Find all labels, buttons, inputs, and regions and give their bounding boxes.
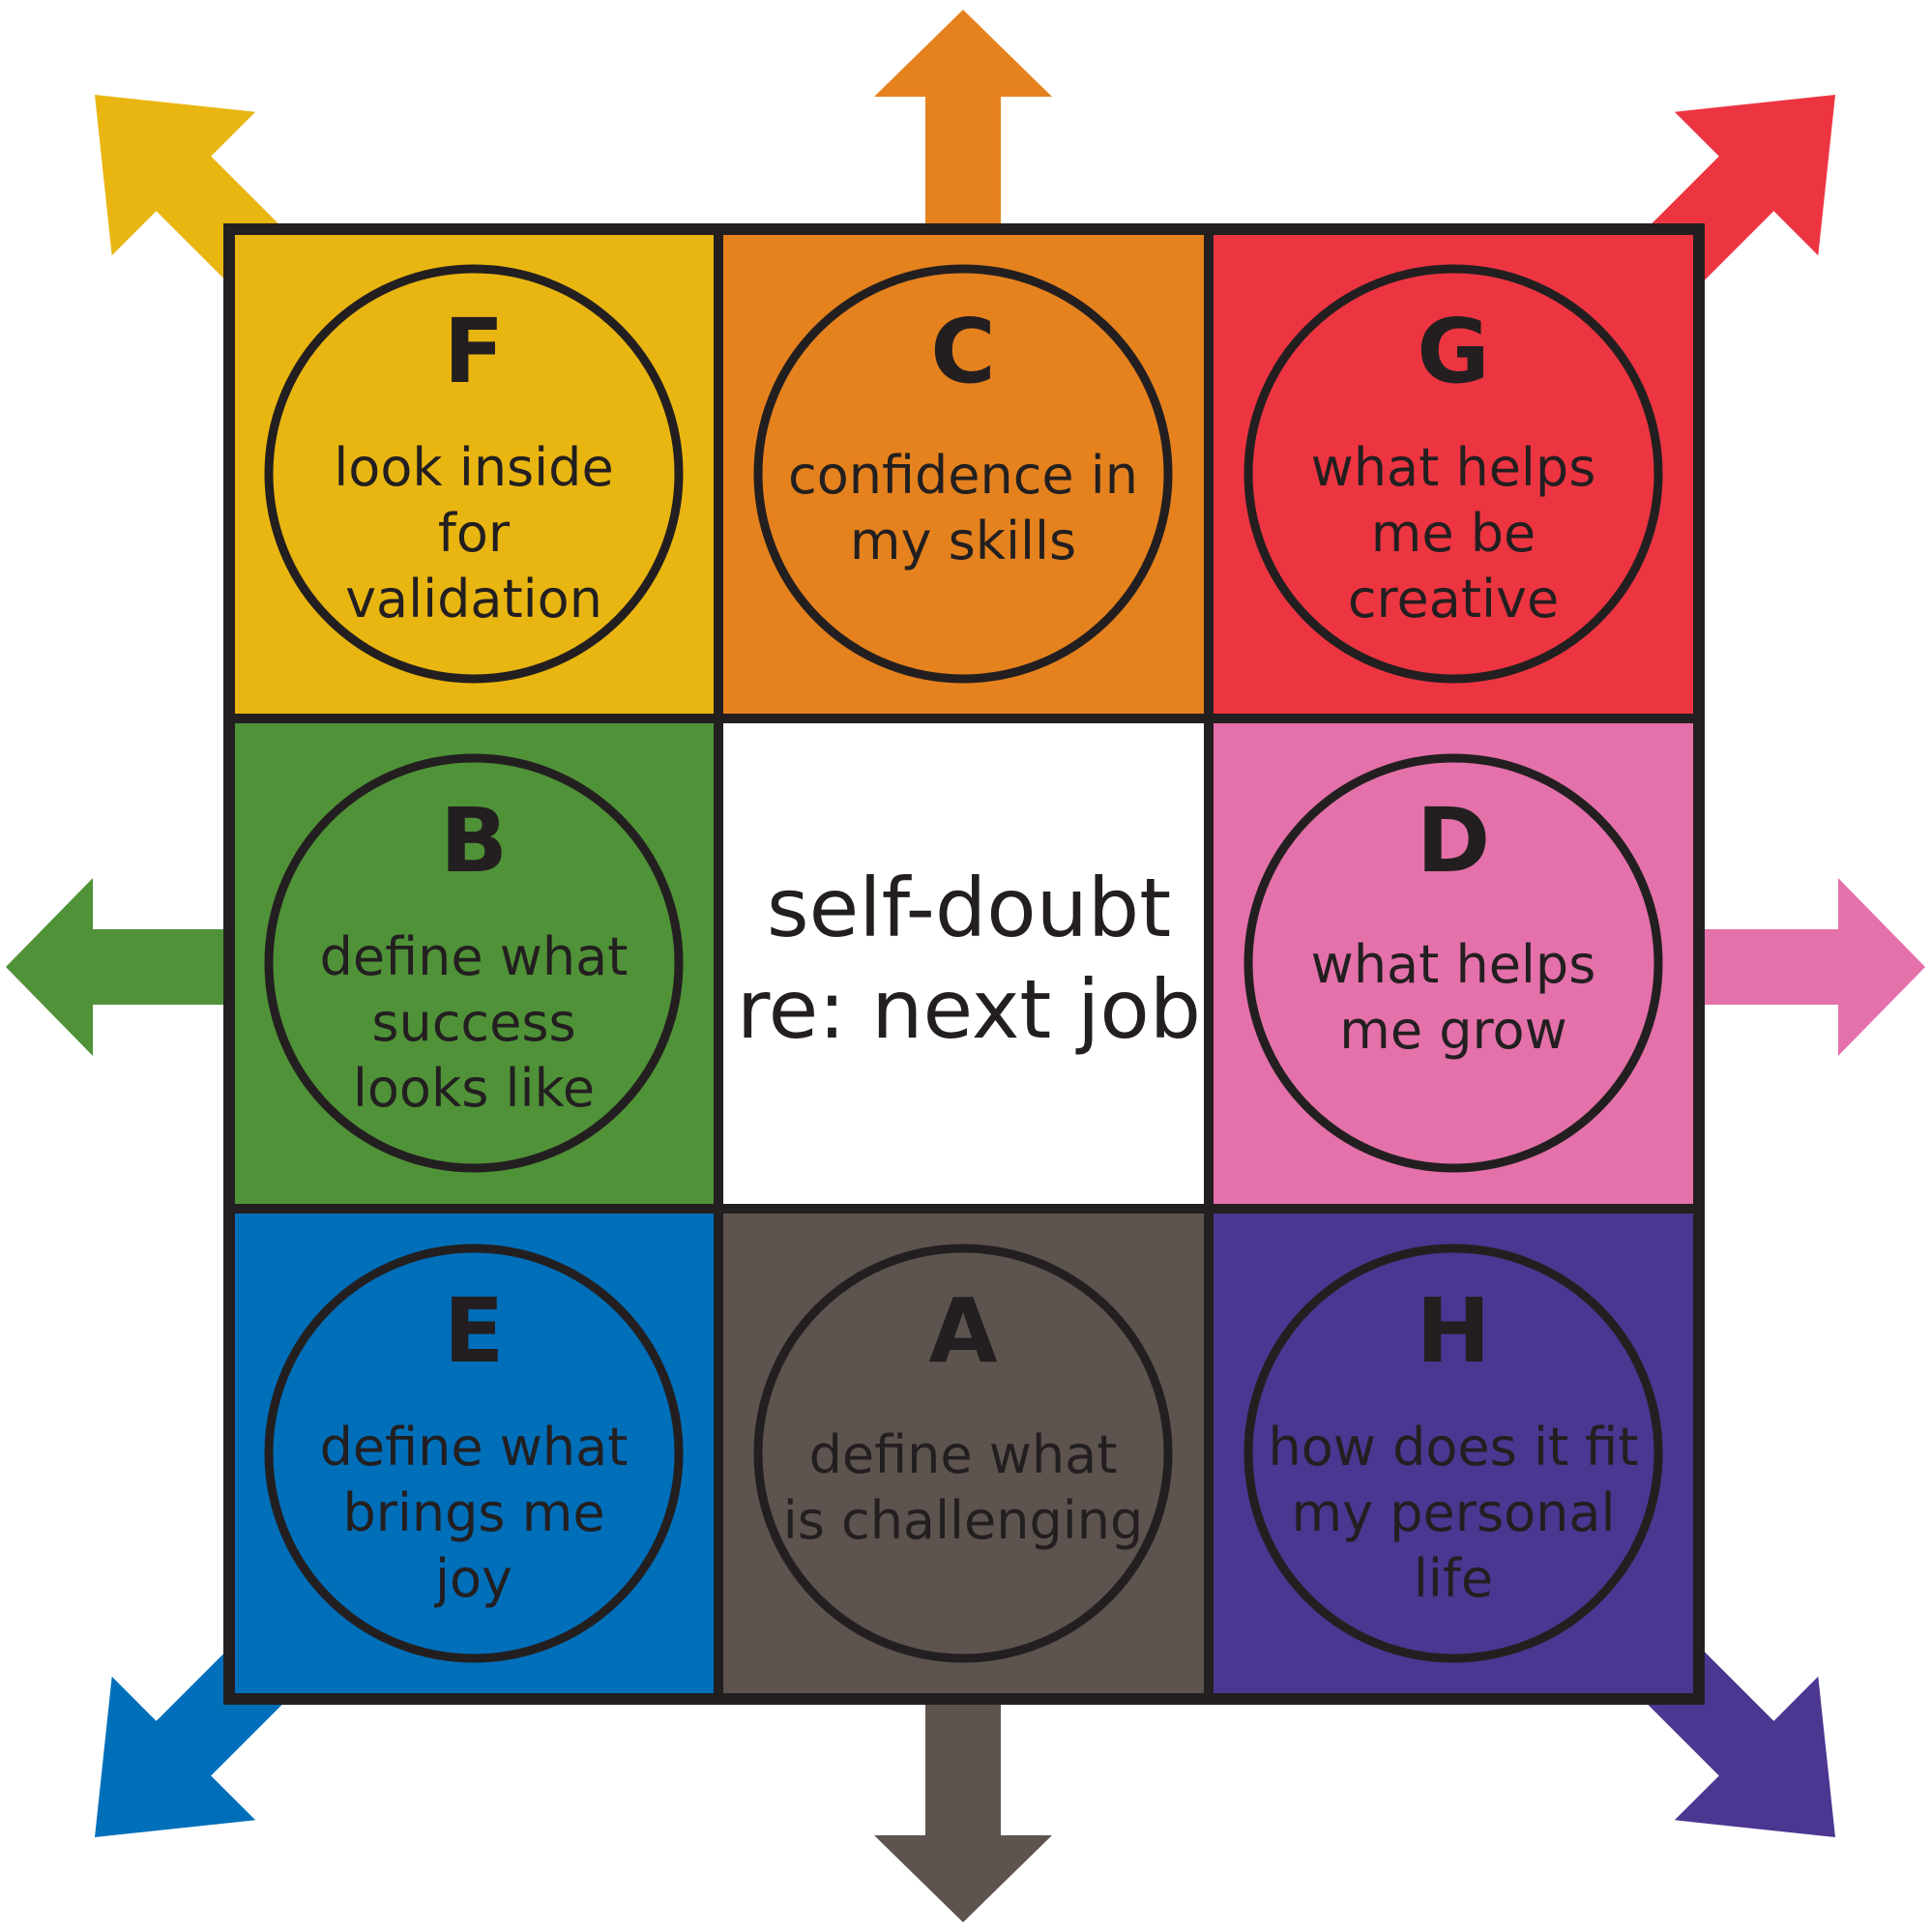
cell-text-line: creative bbox=[1348, 569, 1559, 629]
cell-text-line: me grow bbox=[1339, 1000, 1567, 1061]
cell-text-line: look inside bbox=[334, 437, 613, 498]
cell-circle bbox=[753, 264, 1173, 684]
cell-circle bbox=[264, 753, 684, 1173]
cell-text-line: joy bbox=[434, 1548, 512, 1609]
cell-letter: C bbox=[930, 300, 996, 403]
cell-text-line: me be bbox=[1371, 503, 1536, 564]
cell-letter: D bbox=[1417, 789, 1490, 893]
cell-circle bbox=[1243, 753, 1663, 1173]
cell-circle bbox=[753, 1244, 1173, 1663]
cell-text-line: life bbox=[1414, 1548, 1493, 1609]
center-text-line: re: next job bbox=[737, 962, 1201, 1057]
cell-letter: H bbox=[1417, 1279, 1491, 1383]
cell-text-line: success bbox=[371, 992, 575, 1053]
arrow-left bbox=[6, 878, 383, 1056]
arrow-down bbox=[874, 1545, 1052, 1922]
cell-text-line: for bbox=[438, 503, 511, 564]
cell-text-line: looks like bbox=[353, 1058, 595, 1119]
cell-text-line: what helps bbox=[1311, 934, 1596, 995]
cell-text-line: define what bbox=[809, 1424, 1118, 1485]
center-cell bbox=[718, 718, 1208, 1208]
cell-text-line: how does it fit bbox=[1269, 1417, 1639, 1478]
grid-border bbox=[223, 223, 1705, 1705]
center-text-line: self-doubt bbox=[767, 861, 1171, 955]
cell-circle bbox=[264, 264, 684, 684]
cell-circle bbox=[1243, 1244, 1663, 1663]
cell-text-line: what helps bbox=[1311, 437, 1596, 498]
cell-text-line: define what bbox=[320, 926, 629, 987]
cell-letter: E bbox=[444, 1279, 505, 1383]
cell-text-line: my personal bbox=[1292, 1482, 1616, 1543]
arrow-up bbox=[874, 10, 1052, 387]
cell-circle bbox=[264, 1244, 684, 1663]
arrow-right bbox=[1548, 878, 1925, 1056]
cell-letter: G bbox=[1417, 300, 1490, 403]
cell-letter: B bbox=[440, 789, 508, 893]
cell-letter: F bbox=[444, 300, 505, 403]
cell-text-line: brings me bbox=[342, 1482, 604, 1543]
cell-text-line: define what bbox=[320, 1417, 629, 1478]
cell-text-line: validation bbox=[345, 569, 602, 629]
cell-circle bbox=[1243, 264, 1663, 684]
cell-letter: A bbox=[928, 1279, 997, 1383]
cell-text-line: my skills bbox=[850, 511, 1076, 571]
cell-text-line: confidence in bbox=[788, 445, 1138, 506]
cell-text-line: is challenging bbox=[783, 1490, 1144, 1551]
